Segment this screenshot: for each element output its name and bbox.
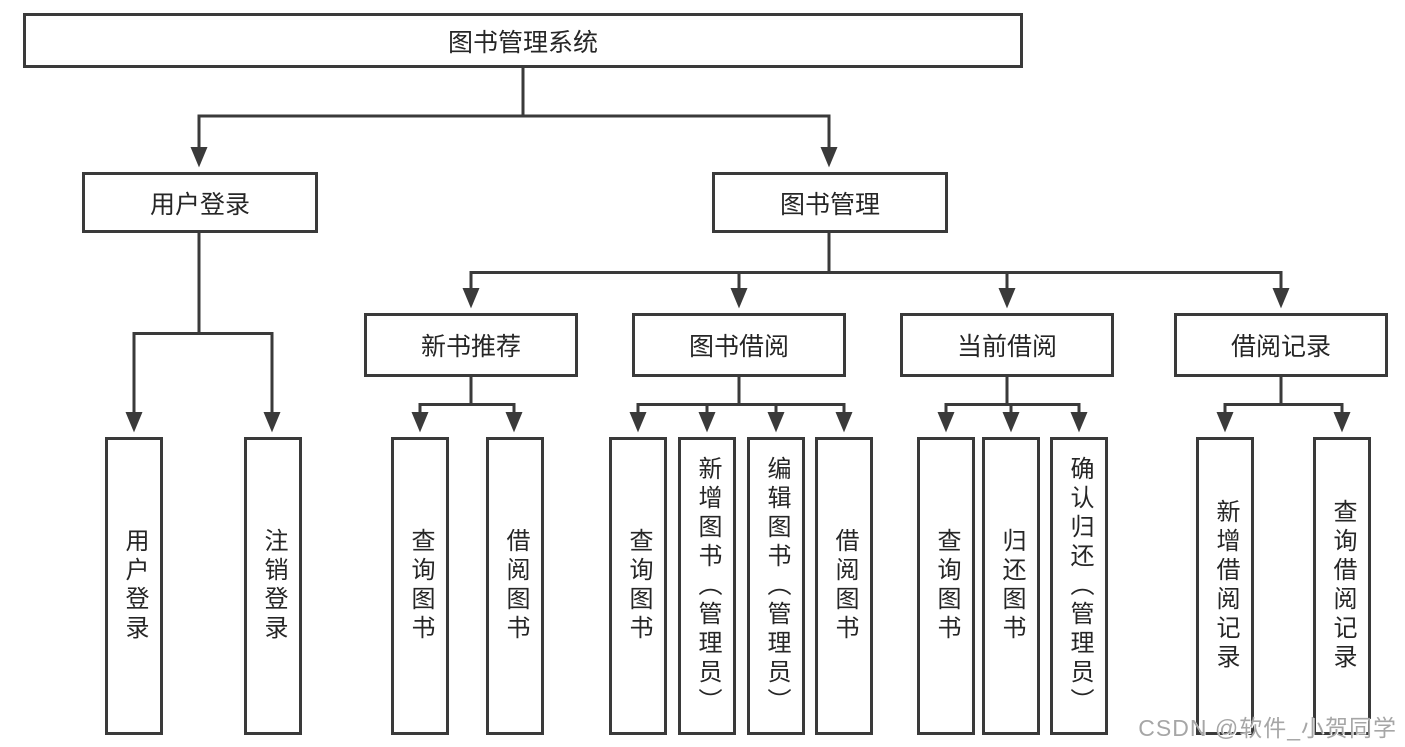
edge-bookmgmt-to-level3 xyxy=(462,233,1290,309)
node-label: 借阅图书 xyxy=(831,528,858,644)
node-label: 查询图书 xyxy=(407,528,434,644)
leaf-confirm-return-admin: 确认归还（管理员） xyxy=(1050,437,1108,735)
edge-userlogin-to-leaves xyxy=(125,233,281,433)
leaf-borrow-books-borrowing: 借阅图书 xyxy=(815,437,873,735)
node-label: 借阅图书 xyxy=(502,528,529,644)
node-book-borrowing: 图书借阅 xyxy=(632,313,846,377)
node-label: 用户登录 xyxy=(121,528,148,644)
node-label: 图书管理系统 xyxy=(447,28,598,57)
edge-records-to-leaves xyxy=(1216,377,1351,433)
node-label: 新增借阅记录 xyxy=(1212,499,1239,673)
edge-borrowing-to-leaves xyxy=(629,377,853,433)
node-current-borrowing: 当前借阅 xyxy=(900,313,1114,377)
node-label: 新书推荐 xyxy=(420,333,521,361)
node-label: 编辑图书（管理员） xyxy=(763,455,790,717)
node-label: 当前借阅 xyxy=(956,333,1057,361)
node-label: 注销登录 xyxy=(260,528,287,644)
edge-current-to-leaves xyxy=(937,377,1088,433)
edge-newbooks-to-leaves xyxy=(411,377,523,433)
leaf-add-borrow-record: 新增借阅记录 xyxy=(1196,437,1254,735)
node-label: 图书借阅 xyxy=(688,333,789,361)
leaf-edit-books-admin: 编辑图书（管理员） xyxy=(747,437,805,735)
node-borrowing-records: 借阅记录 xyxy=(1174,313,1388,377)
node-label: 确认归还（管理员） xyxy=(1066,455,1093,717)
csdn-watermark: CSDN @软件_小贺同学 xyxy=(1138,715,1397,741)
leaf-add-books-admin: 新增图书（管理员） xyxy=(678,437,736,735)
node-book-management: 图书管理 xyxy=(712,172,948,233)
node-library-system: 图书管理系统 xyxy=(23,13,1023,68)
node-label: 查询图书 xyxy=(933,528,960,644)
leaf-query-borrow-record: 查询借阅记录 xyxy=(1313,437,1371,735)
leaf-query-books-borrowing: 查询图书 xyxy=(609,437,667,735)
node-label: 新增图书（管理员） xyxy=(694,455,721,717)
leaf-borrow-books-recommend: 借阅图书 xyxy=(486,437,544,735)
node-user-login: 用户登录 xyxy=(82,172,318,233)
node-label: 查询借阅记录 xyxy=(1329,499,1356,673)
leaf-return-books: 归还图书 xyxy=(982,437,1040,735)
node-label: 借阅记录 xyxy=(1230,333,1331,361)
node-label: 查询图书 xyxy=(625,528,652,644)
node-label: 用户登录 xyxy=(149,190,250,219)
node-label: 归还图书 xyxy=(998,528,1025,644)
node-new-book-recommendation: 新书推荐 xyxy=(364,313,578,377)
edge-root-to-level2 xyxy=(190,67,838,168)
node-label: 图书管理 xyxy=(779,190,880,219)
leaf-query-books-recommend: 查询图书 xyxy=(391,437,449,735)
leaf-logout: 注销登录 xyxy=(244,437,302,735)
leaf-query-books-current: 查询图书 xyxy=(917,437,975,735)
leaf-user-login: 用户登录 xyxy=(105,437,163,735)
